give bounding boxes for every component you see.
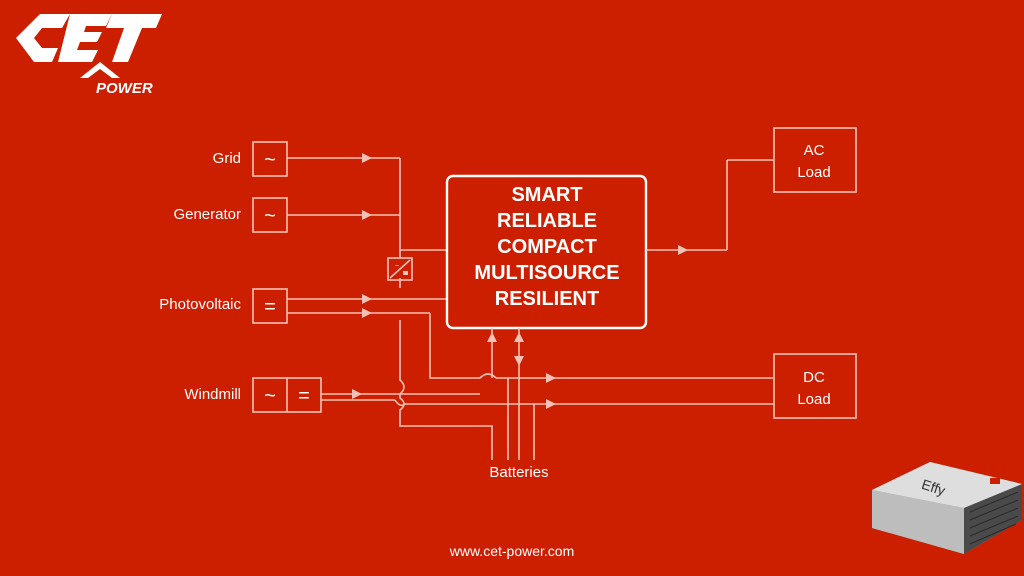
logo-e-shape bbox=[58, 14, 112, 62]
dc-output-lines bbox=[394, 373, 774, 409]
logo-sub-text: POWER bbox=[96, 80, 153, 97]
dc-symbol-icon: = bbox=[298, 385, 310, 407]
photovoltaic-label: Photovoltaic bbox=[159, 296, 241, 313]
product-side-grille bbox=[964, 484, 1022, 554]
core-line-resilient: RESILIENT bbox=[495, 288, 599, 310]
grid-label: Grid bbox=[213, 150, 241, 167]
ac-symbol-icon: ~ bbox=[264, 149, 276, 171]
converter-box: ~ bbox=[387, 257, 413, 281]
core-system-box: SMART RELIABLE COMPACT MULTISOURCE RESIL… bbox=[445, 174, 648, 330]
windmill-label: Windmill bbox=[184, 386, 241, 403]
photovoltaic-lines bbox=[287, 294, 497, 379]
ac-load-box: AC Load bbox=[773, 127, 857, 193]
dc-load-line-2: Load bbox=[797, 391, 830, 408]
ac-output-line bbox=[646, 159, 774, 255]
batteries-label: Batteries bbox=[489, 464, 548, 481]
ac-load-line-1: AC bbox=[804, 142, 825, 159]
generator-source-box: ~ bbox=[252, 197, 288, 233]
product-logo-mark-icon bbox=[990, 478, 1000, 484]
generator-label: Generator bbox=[173, 206, 241, 223]
photovoltaic-source-box: = bbox=[252, 288, 288, 324]
dc-load-line-1: DC bbox=[803, 369, 825, 386]
product-image: Effy bbox=[872, 462, 1022, 554]
product-name-text: Effy bbox=[920, 476, 948, 499]
dc-load-box: DC Load bbox=[773, 353, 857, 419]
ac-load-line-2: Load bbox=[797, 164, 830, 181]
logo-roof-shape bbox=[80, 62, 120, 78]
converter-symbol-icon: ~ bbox=[395, 263, 399, 270]
dc-symbol-icon: = bbox=[264, 296, 276, 318]
core-line-smart: SMART bbox=[511, 184, 582, 206]
windmill-source-box: ~ = bbox=[252, 377, 322, 413]
windmill-lines bbox=[321, 389, 480, 401]
core-line-reliable: RELIABLE bbox=[497, 210, 597, 232]
grid-source-box: ~ bbox=[252, 141, 288, 177]
logo-c-shape bbox=[16, 14, 70, 62]
core-line-compact: COMPACT bbox=[497, 236, 597, 258]
ac-input-lines bbox=[287, 153, 493, 460]
core-line-multisource: MULTISOURCE bbox=[474, 262, 619, 284]
website-text: www.cet-power.com bbox=[449, 543, 574, 559]
battery-lines bbox=[487, 328, 535, 460]
ac-symbol-icon: ~ bbox=[264, 385, 276, 407]
product-top bbox=[872, 462, 1022, 508]
cet-power-logo: POWER bbox=[16, 14, 162, 97]
product-front bbox=[872, 490, 964, 554]
logo-t-shape bbox=[106, 14, 162, 62]
converter-dc-mark-icon bbox=[403, 271, 408, 275]
ac-symbol-icon: ~ bbox=[264, 205, 276, 227]
